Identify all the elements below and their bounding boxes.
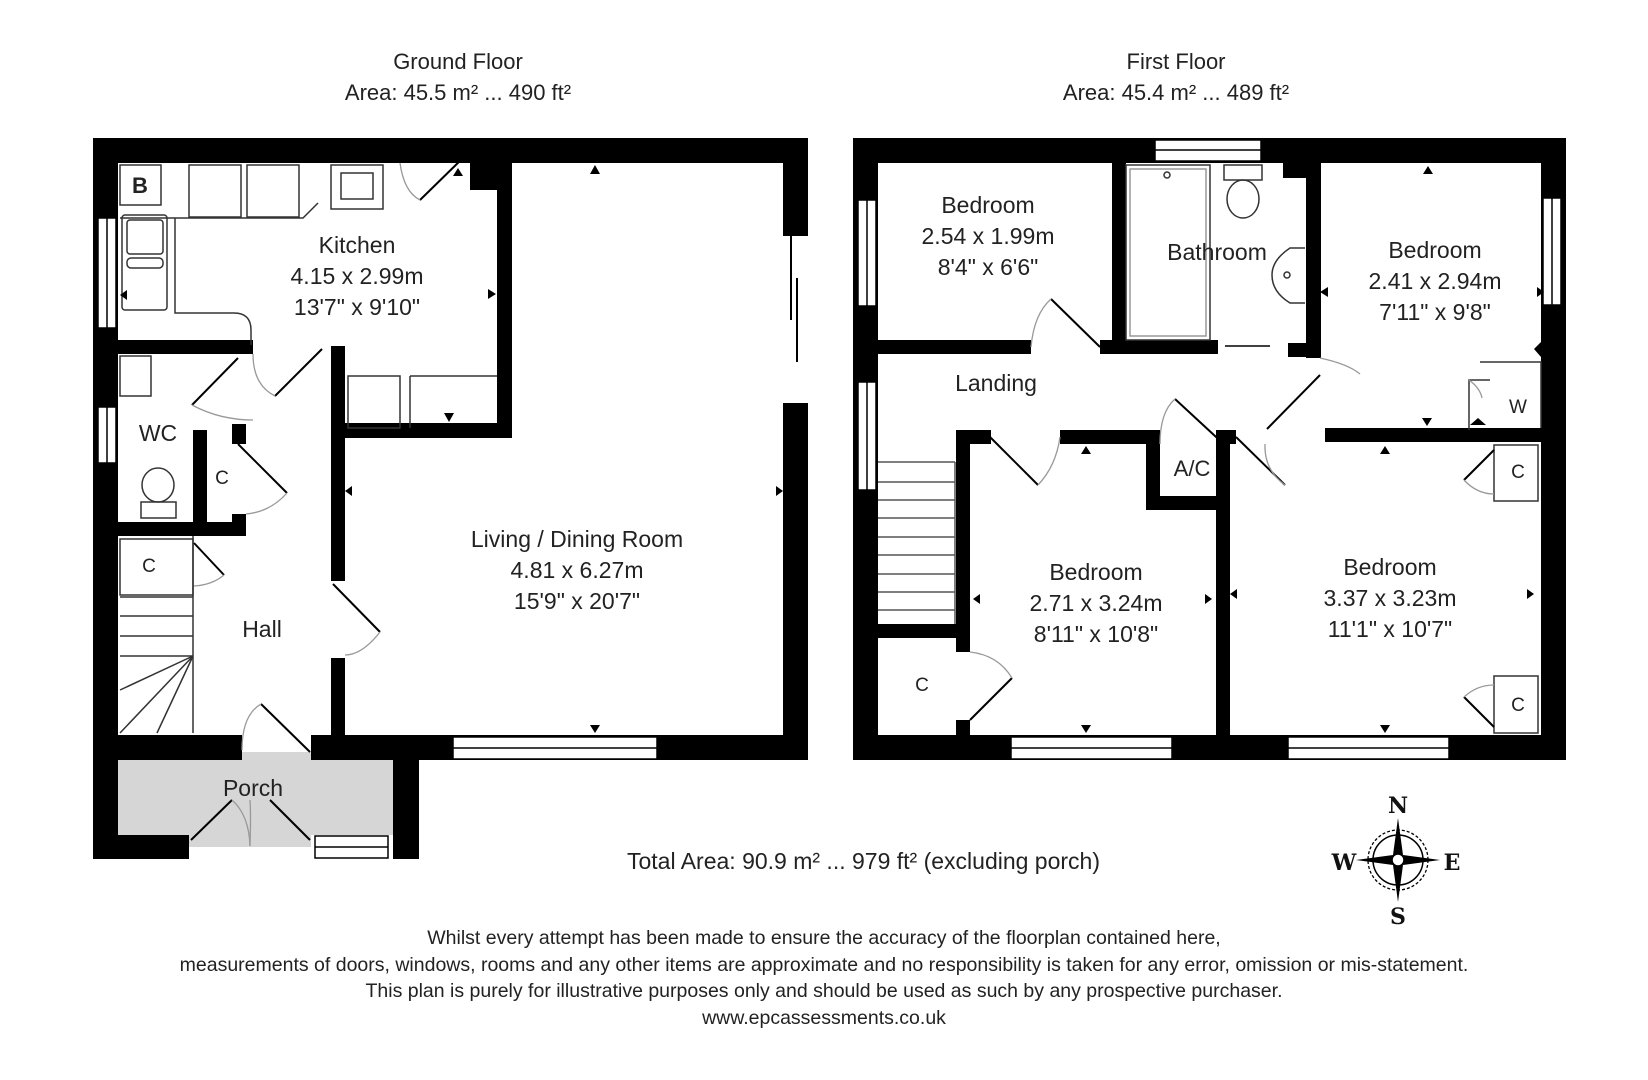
compass-north: N: [1387, 793, 1409, 819]
ground-floor-header: Ground Floor Area: 45.5 m² ... 490 ft²: [258, 46, 658, 108]
living-imperial: 15'9" x 20'7": [513, 588, 641, 614]
first-floor-header: First Floor Area: 45.4 m² ... 489 ft²: [976, 46, 1376, 108]
room-bedroom-small: Bedroom 2.54 x 1.99m 8'4" x 6'6": [922, 190, 1055, 283]
room-kitchen: Kitchen 4.15 x 2.99m 13'7" x 9'10": [291, 230, 424, 323]
room-landing: Landing: [955, 370, 1037, 396]
wardrobe: W: [1509, 397, 1527, 418]
kitchen-name: Kitchen: [318, 232, 396, 258]
room-bedroom-ne: Bedroom 2.41 x 2.94m 7'11" x 9'8": [1369, 235, 1502, 328]
disclaimer: Whilst every attempt has been made to en…: [0, 925, 1648, 1031]
room-bathroom: Bathroom: [1167, 239, 1267, 265]
disclaimer-line-3: This plan is purely for illustrative pur…: [365, 980, 1283, 1002]
ground-floor-plan: [93, 138, 808, 859]
cupboard-se-bottom: C: [1511, 695, 1525, 716]
ground-floor-area: Area: 45.5 m² ... 490 ft²: [344, 80, 572, 105]
living-metric: 4.81 x 6.27m: [510, 557, 644, 583]
website-link[interactable]: www.epcassessments.co.uk: [702, 1006, 946, 1029]
bedroom-ne-name: Bedroom: [1388, 237, 1482, 263]
porch-fill: [118, 752, 395, 847]
room-bedroom-se: Bedroom 3.37 x 3.23m 11'1" x 10'7": [1324, 552, 1457, 645]
bedroom-se-name: Bedroom: [1343, 554, 1437, 580]
compass-west: W: [1331, 850, 1357, 876]
compass-rose: [1356, 818, 1440, 902]
room-porch: Porch: [222, 775, 284, 801]
bedroom-ne-imperial: 7'11" x 9'8": [1379, 299, 1491, 325]
bedroom-mid-imperial: 8'11" x 10'8": [1033, 621, 1159, 647]
room-wc: WC: [138, 420, 178, 446]
bedroom-small-name: Bedroom: [941, 192, 1035, 218]
compass-south: S: [1390, 904, 1406, 930]
airing-cupboard: A/C: [1173, 456, 1211, 481]
first-floor-area: Area: 45.4 m² ... 489 ft²: [1062, 80, 1290, 105]
cupboard-wc: C: [215, 468, 229, 489]
bedroom-se-imperial: 11'1" x 10'7": [1327, 616, 1453, 642]
disclaimer-line-2: measurements of doors, windows, rooms an…: [179, 953, 1469, 976]
ground-floor-title: Ground Floor: [393, 49, 523, 74]
boiler-unit: [119, 164, 162, 206]
disclaimer-line-1: Whilst every attempt has been made to en…: [427, 927, 1221, 949]
cupboard-understairs: C: [142, 556, 156, 577]
first-floor-title: First Floor: [1126, 49, 1226, 74]
bedroom-mid-metric: 2.71 x 3.24m: [1029, 590, 1163, 616]
kitchen-imperial: 13'7" x 9'10": [293, 294, 421, 320]
room-bedroom-mid: Bedroom 2.71 x 3.24m 8'11" x 10'8": [1030, 557, 1163, 650]
first-floor-plan: [853, 138, 1566, 760]
total-area: Total Area: 90.9 m² ... 979 ft² (excludi…: [627, 848, 1101, 874]
living-name: Living / Dining Room: [470, 526, 684, 552]
room-hall: Hall: [242, 616, 282, 642]
compass-east: E: [1443, 850, 1461, 876]
bedroom-small-imperial: 8'4" x 6'6": [937, 254, 1039, 280]
cupboard-landing: C: [915, 675, 929, 696]
bedroom-mid-name: Bedroom: [1049, 559, 1143, 585]
cupboard-se-top: C: [1511, 462, 1525, 483]
bedroom-small-metric: 2.54 x 1.99m: [921, 223, 1055, 249]
bedroom-se-metric: 3.37 x 3.23m: [1323, 585, 1457, 611]
kitchen-metric: 4.15 x 2.99m: [290, 263, 424, 289]
boiler-label: B: [132, 173, 148, 198]
room-living-dining: Living / Dining Room 4.81 x 6.27m 15'9" …: [471, 524, 683, 617]
bedroom-ne-metric: 2.41 x 2.94m: [1368, 268, 1502, 294]
